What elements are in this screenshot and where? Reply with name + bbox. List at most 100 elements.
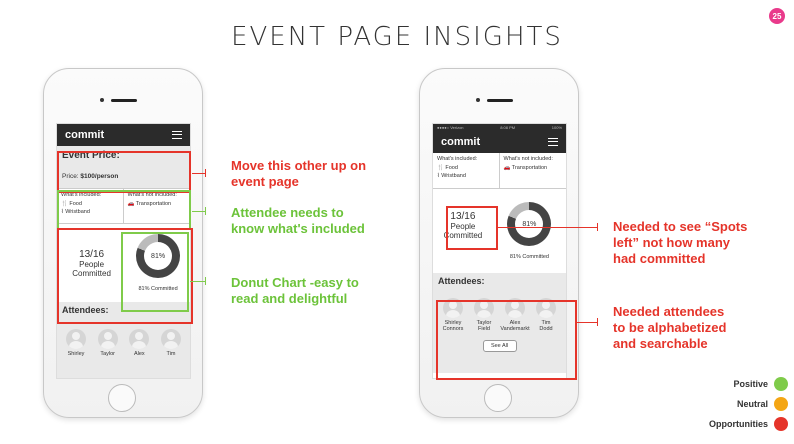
- committed-count-block: 13/16 People Committed: [57, 224, 126, 302]
- not-included-item: 🚗 Transportation: [127, 201, 172, 207]
- included-item: ⌇ Wristband: [437, 173, 466, 179]
- connector-tick: [597, 223, 598, 231]
- attendees-section: Attendees: Shirley Taylor Alex Tim: [57, 302, 190, 378]
- commitment-section: 13/16 People Committed 81% 81% Committed: [433, 189, 566, 273]
- speaker-icon: [487, 99, 513, 102]
- inclusions-section: What's included: 🍴 Food ⌇ Wristband What…: [433, 153, 566, 189]
- attendee-item[interactable]: Shirley: [62, 329, 90, 357]
- included-item: 🍴 Food: [437, 165, 458, 171]
- hamburger-menu-icon[interactable]: [548, 138, 558, 146]
- attendees-heading: Attendees:: [438, 276, 485, 286]
- left-phone-frame: commit Event Price: Price: $100/person W…: [43, 68, 203, 418]
- legend-item-opportunities: Opportunities: [668, 414, 788, 434]
- donut-caption: 81% Committed: [509, 254, 549, 260]
- battery-label: 100%: [551, 125, 562, 130]
- inclusions-highlight-box: [57, 190, 191, 230]
- app-title: commit: [441, 136, 481, 148]
- attendee-item[interactable]: Alex: [125, 329, 153, 357]
- connector-tick: [205, 277, 206, 285]
- camera-icon: [476, 98, 480, 102]
- committed-label-people: People: [79, 259, 105, 269]
- donut-value: 81%: [144, 242, 173, 270]
- not-included-column: What's not included: 🚗 Transportation: [500, 153, 567, 188]
- committed-label-people: People: [450, 221, 476, 231]
- avatar: [536, 298, 556, 318]
- app-title: commit: [65, 129, 105, 141]
- wristband-icon: ⌇: [437, 173, 440, 179]
- left-phone-screen: commit Event Price: Price: $100/person W…: [56, 123, 191, 379]
- donut-highlight-box: [121, 232, 189, 312]
- wristband-icon: ⌇: [61, 209, 64, 215]
- connector-tick: [597, 318, 598, 326]
- home-button[interactable]: [484, 384, 512, 412]
- commitment-section: 13/16 People Committed 81% 81% Committed: [57, 224, 190, 302]
- legend-item-neutral: Neutral: [668, 394, 788, 414]
- connector-line: [192, 173, 206, 174]
- commitment-donut-chart: 81%: [136, 234, 181, 278]
- price-line: Price: $100/person: [62, 173, 185, 180]
- connector-line: [190, 281, 206, 282]
- attendee-list: Shirley Taylor Alex Tim: [62, 329, 185, 357]
- not-included-item: 🚗 Transportation: [503, 165, 548, 171]
- connector-line: [192, 211, 206, 212]
- avatar: [97, 329, 118, 349]
- commitment-highlight-box: [57, 228, 193, 324]
- donut-caption: 81% Committed: [138, 286, 178, 292]
- attendee-item[interactable]: Taylor: [94, 329, 122, 357]
- car-icon: 🚗: [127, 201, 135, 207]
- positive-color-dot: [774, 377, 788, 391]
- home-button[interactable]: [108, 384, 136, 412]
- hamburger-menu-icon[interactable]: [172, 131, 182, 139]
- included-item: 🍴 Food: [61, 201, 82, 207]
- attendee-item[interactable]: Tim: [157, 329, 185, 357]
- right-phone-screen: ●●●●○ Verizon 8:08 PM 100% commit What's…: [432, 123, 567, 379]
- see-all-button[interactable]: See All: [482, 340, 517, 352]
- donut-value: 81%: [515, 210, 544, 238]
- not-included-column: What's not included: 🚗 Transportation: [124, 189, 191, 223]
- avatar: [129, 329, 150, 349]
- inclusions-section: What's included: 🍴 Food ⌇ Wristband What…: [57, 188, 190, 224]
- committed-label-committed: Committed: [72, 268, 111, 278]
- carrier-label: ●●●●○ Verizon: [437, 125, 464, 130]
- committed-label-committed: Committed: [443, 230, 483, 240]
- committed-count: 13/16: [450, 210, 476, 222]
- donut-chart-block: 81% 81% Committed: [493, 189, 566, 273]
- app-header: commit: [57, 124, 190, 146]
- page-number-badge: 25: [769, 8, 785, 24]
- not-included-heading: What's not included:: [127, 192, 177, 198]
- avatar: [66, 329, 86, 349]
- included-heading: What's included:: [437, 156, 478, 162]
- connector-line: [577, 322, 598, 323]
- included-column: What's included: 🍴 Food ⌇ Wristband: [433, 153, 500, 188]
- event-price-heading: Event Price:: [62, 150, 120, 161]
- opportunities-color-dot: [774, 417, 788, 431]
- attendees-highlight-box: [436, 300, 577, 380]
- committed-count-highlight-box: [446, 206, 498, 250]
- legend-item-positive: Positive: [668, 374, 788, 394]
- committed-count: 13/16: [79, 248, 105, 260]
- connector-line: [498, 227, 598, 228]
- food-icon: 🍴: [437, 165, 444, 171]
- not-included-heading: What's not included:: [503, 156, 553, 162]
- connector-tick: [205, 169, 206, 177]
- donut-chart-block: 81% 81% Committed: [126, 224, 190, 302]
- legend: Positive Neutral Opportunities: [668, 374, 788, 434]
- price-value: $100/person: [80, 173, 119, 180]
- committed-count-block: 13/16 People Committed: [433, 189, 493, 273]
- speaker-icon: [111, 99, 137, 102]
- camera-icon: [100, 98, 104, 102]
- price-label: Price:: [62, 173, 81, 180]
- neutral-color-dot: [774, 397, 788, 411]
- avatar: [474, 298, 494, 318]
- car-icon: 🚗: [503, 165, 511, 171]
- app-header: commit: [433, 131, 566, 153]
- price-highlight-box: [57, 151, 191, 193]
